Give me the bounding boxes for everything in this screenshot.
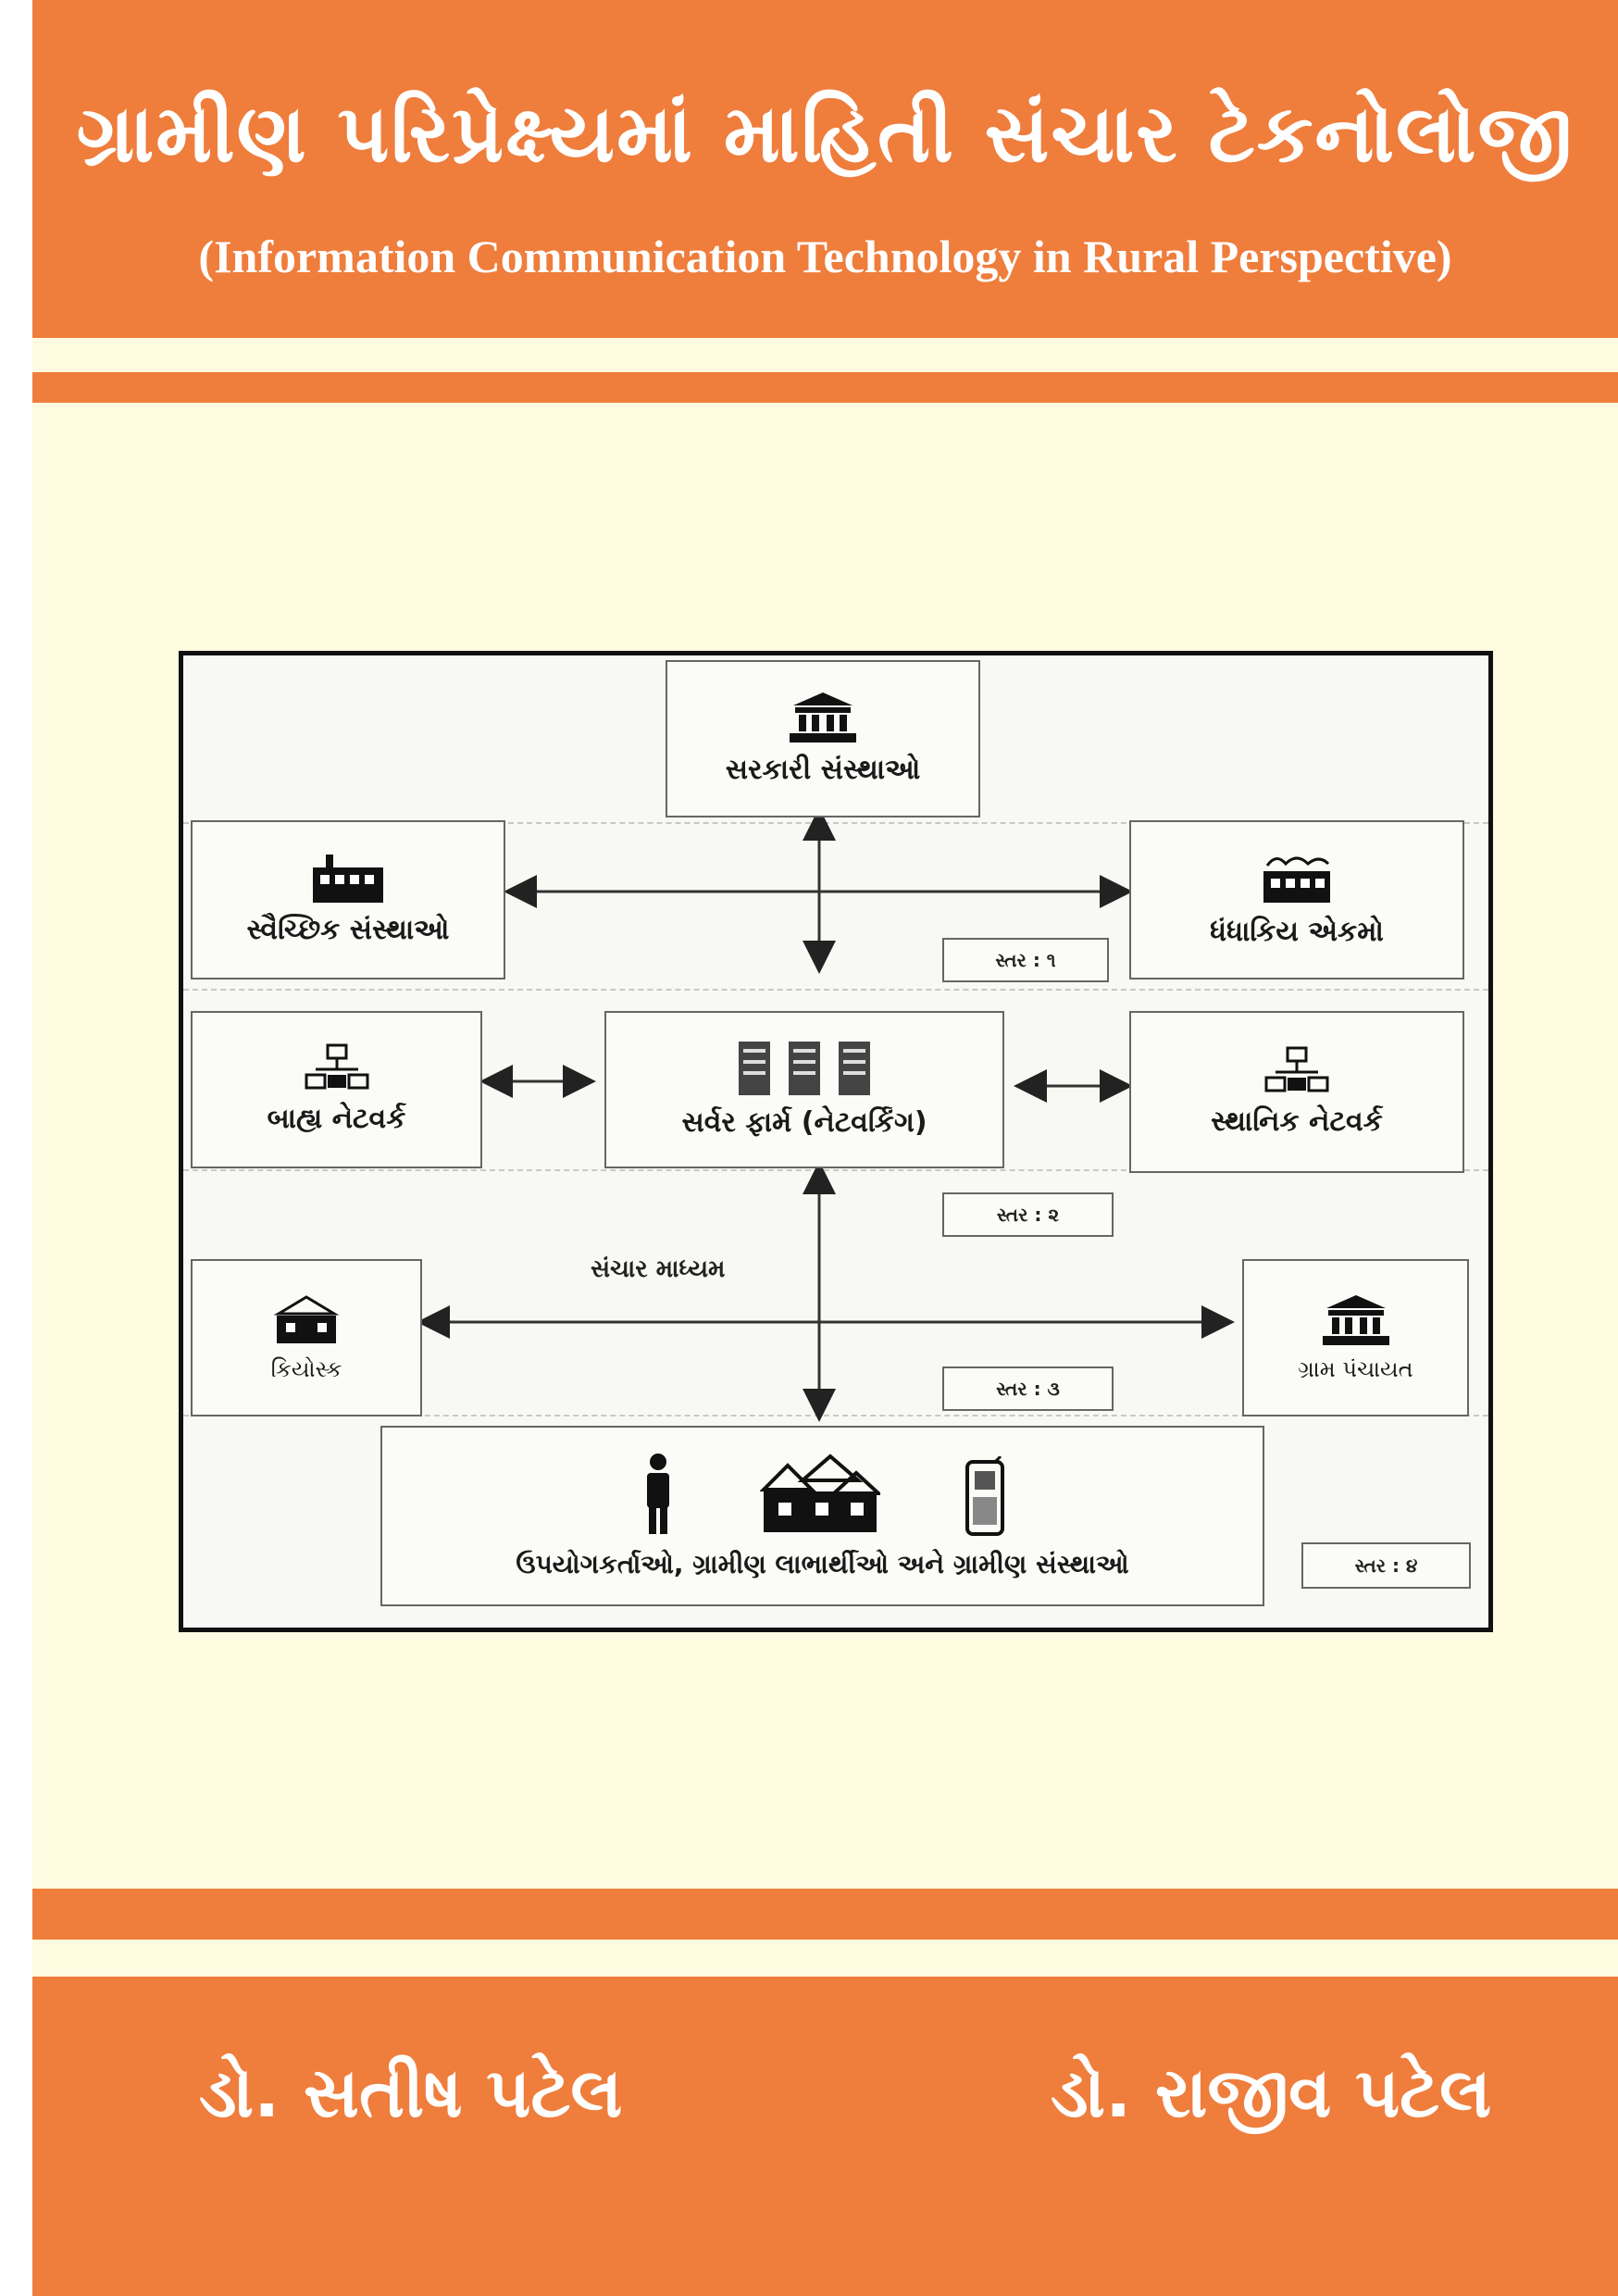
connector-arrows <box>417 807 1235 1422</box>
title-band <box>32 0 1618 338</box>
factory-icon <box>313 855 383 903</box>
level-2-badge: સ્તર : ૨ <box>942 1192 1114 1237</box>
node-users: ઉપયોગકર્તાઓ, ગ્રામીણ લાભાર્થીઓ અને ગ્રામ… <box>380 1426 1264 1606</box>
book-title-english: (Information Communication Technology in… <box>198 231 1452 282</box>
label-voluntary: સ્વૈચ્છિક સંસ્થાઓ <box>246 914 450 946</box>
top-stripe <box>32 372 1618 403</box>
building-icon <box>790 693 856 742</box>
divider <box>183 822 1488 824</box>
book-title-gujarati: ગ્રામીણ પરિપ્રેક્ષ્યમાં માહિતી સંચાર ટેક… <box>76 88 1574 181</box>
node-server-farm: સર્વર ફાર્મ (નેટવર્કિંગ) <box>604 1011 1004 1168</box>
label-local-network: સ્થાનિક નેટવર્ક <box>1211 1104 1383 1138</box>
label-users: ઉપયોગકર્તાઓ, ગ્રામીણ લાભાર્થીઓ અને ગ્રામ… <box>516 1548 1129 1579</box>
node-kiosk: કિયોસ્ક <box>191 1259 422 1416</box>
label-external-network: બાહ્ય નેટવર્ક <box>267 1103 406 1135</box>
ict-diagram: સરકારી સંસ્થાઓ સ્વૈચ્છિક સંસ્થાઓ ધંધાકિય… <box>179 651 1493 1632</box>
building-icon <box>1322 1294 1389 1345</box>
level-4-badge: સ્તર : ૪ <box>1301 1542 1471 1589</box>
divider <box>183 1169 1488 1171</box>
divider <box>183 1415 1488 1416</box>
author-1: ડો. સતીષ પટેલ <box>199 2053 623 2133</box>
label-comm-medium: સંચાર માધ્યમ <box>591 1255 726 1283</box>
node-business: ધંધાકિય એકમો <box>1129 820 1464 980</box>
server-icon <box>739 1042 870 1095</box>
level-1-badge: સ્તર : ૧ <box>942 938 1109 982</box>
label-government: સરકારી સંસ્થાઓ <box>725 754 921 786</box>
kiosk-icon <box>273 1294 340 1343</box>
node-external-network: બાહ્ય નેટવર્ક <box>191 1011 482 1168</box>
bottom-stripe <box>32 1889 1618 1940</box>
author-2: ડો. રાજીવ પટેલ <box>1051 2053 1492 2133</box>
label-server-farm: સર્વર ફાર્મ (નેટવર્કિંગ) <box>681 1106 927 1139</box>
divider <box>183 989 1488 991</box>
label-gram-panchayat: ગ્રામ પંચાયત <box>1298 1355 1413 1382</box>
node-voluntary: સ્વૈચ્છિક સંસ્થાઓ <box>191 820 505 980</box>
label-business: ધંધાકિય એકમો <box>1210 916 1384 948</box>
factory-icon <box>1263 856 1330 903</box>
network-icon <box>305 1043 368 1090</box>
node-government: સરકારી સંસ્થાઓ <box>666 660 980 817</box>
level-3-badge: સ્તર : ૩ <box>942 1366 1114 1411</box>
node-gram-panchayat: ગ્રામ પંચાયત <box>1242 1259 1469 1416</box>
person-icon <box>646 1453 669 1534</box>
author-band <box>32 1977 1618 2296</box>
network-icon <box>1264 1046 1329 1092</box>
mobile-phone-icon <box>965 1455 1004 1536</box>
node-local-network: સ્થાનિક નેટવર્ક <box>1129 1011 1464 1173</box>
houses-icon <box>759 1454 880 1532</box>
label-kiosk: કિયોસ્ક <box>270 1355 342 1382</box>
users-icons <box>640 1453 1006 1536</box>
